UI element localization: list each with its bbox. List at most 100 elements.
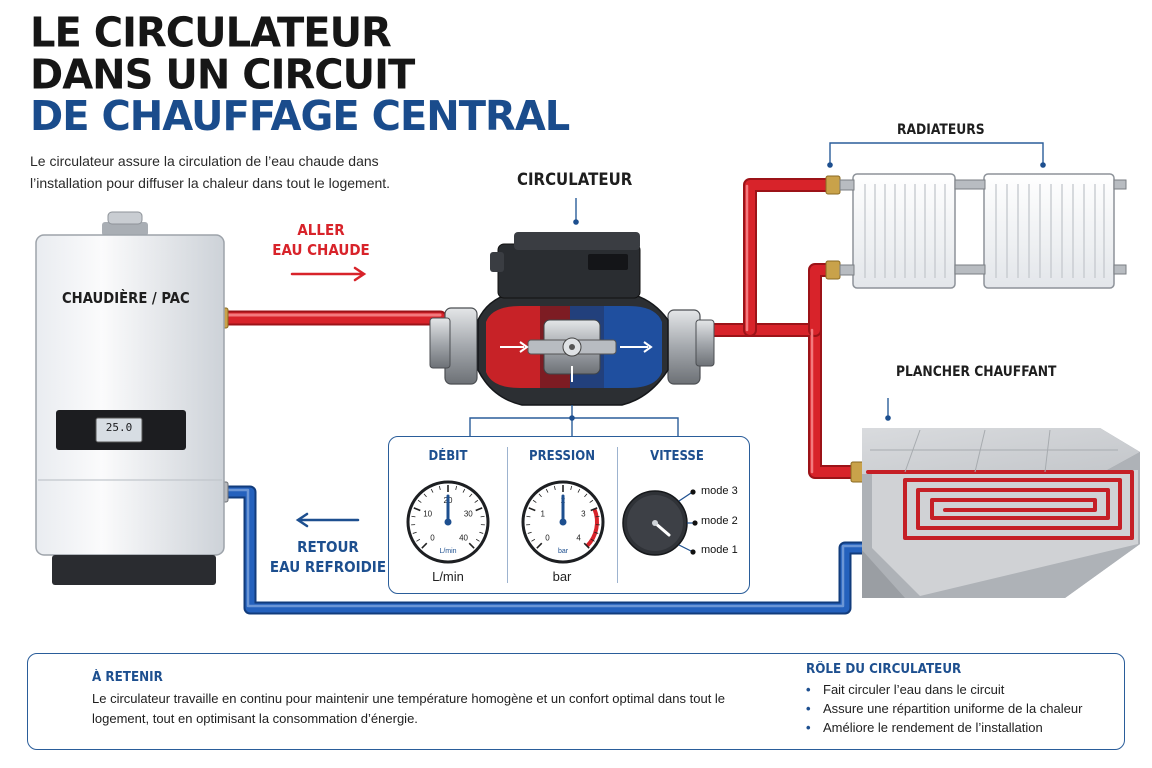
pressure-dial: 01234bar <box>521 480 605 564</box>
flow-minor-tick <box>474 499 479 503</box>
speed-knob <box>622 489 698 556</box>
pressure-gauge: PRESSION 01234bar bar <box>507 437 617 593</box>
return-direction-arrow <box>295 512 360 528</box>
pressure-tick-label: 4 <box>576 534 581 543</box>
pressure-minor-tick <box>532 499 537 503</box>
flow-major-tick <box>468 542 475 549</box>
flow-gauge: DÉBIT 010203040L/min L/min <box>389 437 507 593</box>
flow-minor-tick <box>469 493 473 498</box>
pressure-minor-tick <box>589 499 594 503</box>
pressure-tick-label: 3 <box>581 510 586 519</box>
floor-heating-label: PLANCHER CHAUFFANT <box>896 364 1057 380</box>
intro-text: Le circulateur assure la circulation de … <box>30 153 391 191</box>
divider <box>617 447 618 583</box>
pressure-tick-label: 1 <box>540 510 545 519</box>
flow-minor-tick <box>475 538 480 542</box>
divider <box>507 447 508 583</box>
pressure-tick-label: 0 <box>545 534 550 543</box>
flow-minor-tick <box>479 531 484 534</box>
flow-minor-tick <box>411 515 416 518</box>
flow-minor-tick <box>417 499 422 503</box>
pressure-minor-tick <box>570 485 573 491</box>
flow-tick-label: 10 <box>423 510 432 519</box>
role-list: Fait circuler l’eau dans le circuit Assu… <box>806 680 1116 737</box>
flow-minor-tick <box>462 488 466 493</box>
pressure-major-tick <box>536 542 543 549</box>
supply-label-line-2: EAU CHAUDE <box>272 241 370 259</box>
flow-gauge-title: DÉBIT <box>428 449 468 464</box>
speed-selector-title: VITESSE <box>650 449 704 464</box>
pressure-major-tick <box>583 542 590 549</box>
flow-minor-tick <box>423 493 427 498</box>
pressure-major-tick <box>590 507 598 512</box>
flow-minor-tick <box>416 538 421 542</box>
flow-major-tick <box>421 542 428 549</box>
speed-selector: VITESSE mode 3 mode 2 mode 1 <box>617 437 749 593</box>
supply-label-line-1: ALLER <box>297 221 345 239</box>
title-line-1: LE CIRCULATEUR <box>30 9 392 57</box>
role-title: RÔLE DU CIRCULATEUR <box>806 662 962 677</box>
flow-dial-unit: L/min <box>439 548 456 555</box>
flow-minor-tick <box>430 488 434 493</box>
retenir-title: À RETENIR <box>92 670 163 685</box>
flow-needle-hub <box>444 518 452 526</box>
title-line-2: DANS UN CIRCUIT <box>30 51 415 99</box>
radiator-1 <box>839 173 956 289</box>
pressure-minor-tick <box>577 488 581 493</box>
pressure-major-tick <box>528 507 536 512</box>
pressure-needle-hub <box>559 518 567 526</box>
pressure-dial-unit: bar <box>558 548 569 555</box>
boiler-label: CHAUDIÈRE / PAC <box>62 289 190 307</box>
flow-tick-label: 30 <box>464 510 473 519</box>
pressure-minor-tick <box>590 538 595 542</box>
return-label: RETOUR EAU REFROIDIE <box>269 537 388 577</box>
retenir-text: Le circulateur travaille en continu pour… <box>92 691 726 726</box>
flow-major-tick <box>475 507 483 512</box>
speed-mode-1: mode 1 <box>701 544 738 556</box>
radiator-2 <box>954 173 1127 289</box>
boiler <box>35 211 225 585</box>
supply-direction-arrow <box>290 266 367 282</box>
pressure-minor-tick <box>553 485 556 491</box>
flow-major-tick <box>413 507 421 512</box>
pressure-gauge-title: PRESSION <box>528 449 595 464</box>
pressure-red-zone <box>585 508 599 548</box>
return-label-line-2: EAU REFROIDIE <box>269 558 387 576</box>
flow-tick-label: 40 <box>459 534 468 543</box>
floor-heating-slab <box>862 428 1140 598</box>
flow-tick-label: 0 <box>430 534 435 543</box>
pressure-minor-tick <box>531 538 536 542</box>
info-box: À RETENIR Le circulateur travaille en co… <box>27 653 1125 750</box>
pressure-minor-tick <box>594 531 599 534</box>
radiators-label: RADIATEURS <box>897 122 985 138</box>
speed-mode-2: mode 2 <box>701 515 738 527</box>
flow-unit: L/min <box>432 569 464 584</box>
pressure-minor-tick <box>584 493 588 498</box>
pressure-minor-tick <box>538 493 542 498</box>
role-item: Assure une répartition uniforme de la ch… <box>806 699 1116 718</box>
gauges-panel: DÉBIT 010203040L/min L/min PRESSION 0123… <box>388 436 750 594</box>
pressure-minor-tick <box>527 531 532 534</box>
flow-minor-tick <box>438 485 441 491</box>
pressure-minor-tick <box>595 515 600 518</box>
circulator-label: CIRCULATEUR <box>517 170 633 190</box>
return-pipe <box>215 485 892 615</box>
supply-label: ALLER EAU CHAUDE <box>257 220 385 260</box>
pressure-minor-tick <box>526 515 531 518</box>
flow-minor-tick <box>480 515 485 518</box>
role-item: Fait circuler l’eau dans le circuit <box>806 680 1116 699</box>
flow-minor-tick <box>412 531 417 534</box>
supply-pipe <box>217 178 872 479</box>
page-title: LE CIRCULATEUR DANS UN CIRCUIT DE CHAUFF… <box>30 9 570 141</box>
pressure-unit: bar <box>552 569 572 584</box>
role-item: Améliore le rendement de l’installation <box>806 718 1116 737</box>
title-line-3: DE CHAUFFAGE CENTRAL <box>30 93 570 141</box>
circulator-pump <box>429 232 715 406</box>
speed-mode-3: mode 3 <box>701 485 738 497</box>
return-label-line-1: RETOUR <box>297 538 359 556</box>
pressure-minor-tick <box>545 488 549 493</box>
flow-dial: 010203040L/min <box>406 480 490 564</box>
flow-minor-tick <box>455 485 458 491</box>
boiler-display: 25.0 <box>105 421 133 434</box>
